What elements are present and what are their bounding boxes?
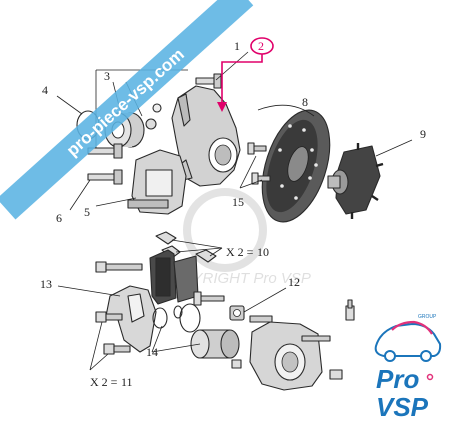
washer: [152, 103, 162, 113]
label-3: 3: [104, 69, 110, 83]
copyright-symbol: [183, 188, 267, 272]
car-icon: [374, 320, 442, 362]
nut: [145, 118, 157, 130]
label-12: 12: [288, 275, 300, 289]
caliper-bolts: [87, 143, 123, 185]
pad-retaining-bolt: [193, 291, 225, 306]
label-x2-pads: X 2 =: [226, 245, 254, 259]
bleed-nut: [229, 305, 245, 321]
part-numbers: 1 4 3 8 9 15 6 5 X 2 = 10 13 12 14 X 2 =…: [40, 39, 426, 389]
wheel-hub: [327, 143, 384, 219]
piston-seals: [152, 303, 201, 333]
knuckle-top-bolt: [195, 73, 222, 89]
label-10: 10: [257, 245, 269, 259]
label-5: 5: [84, 205, 90, 219]
label-8: 8: [302, 95, 308, 109]
caliper-piston: [190, 329, 240, 359]
label-15: 15: [232, 195, 244, 209]
bracket-bolts: [95, 311, 131, 355]
label-2: 2: [258, 39, 264, 53]
label-6: 6: [56, 211, 62, 225]
highlight-callout-2: 2: [217, 37, 274, 112]
logo-word-vsp: VSP: [376, 392, 429, 422]
logo-group-text: GROUP: [418, 314, 437, 320]
lower-caliper-body: [249, 315, 331, 391]
steering-knuckle: [169, 85, 241, 187]
upper-caliper: [127, 149, 187, 215]
label-9: 9: [420, 127, 426, 141]
small-fittings: [231, 299, 355, 380]
logo-dot-icon: [426, 373, 434, 381]
label-14: 14: [146, 345, 158, 359]
brake-disc: [261, 109, 331, 223]
label-1: 1: [234, 39, 240, 53]
label-11: 11: [121, 375, 133, 389]
disc-screws: [247, 142, 271, 185]
label-4: 4: [42, 83, 48, 97]
label-x2-bracket: X 2 =: [90, 375, 118, 389]
brake-pads: [149, 249, 199, 305]
highlight-arrowhead: [217, 102, 227, 112]
highlight-leader: [221, 54, 263, 104]
logo-word-pro: Pro: [376, 364, 419, 394]
label-13: 13: [40, 277, 52, 291]
pro-vsp-logo: GROUP Pro VSP: [374, 314, 442, 422]
guide-pin-bolt: [95, 261, 143, 273]
